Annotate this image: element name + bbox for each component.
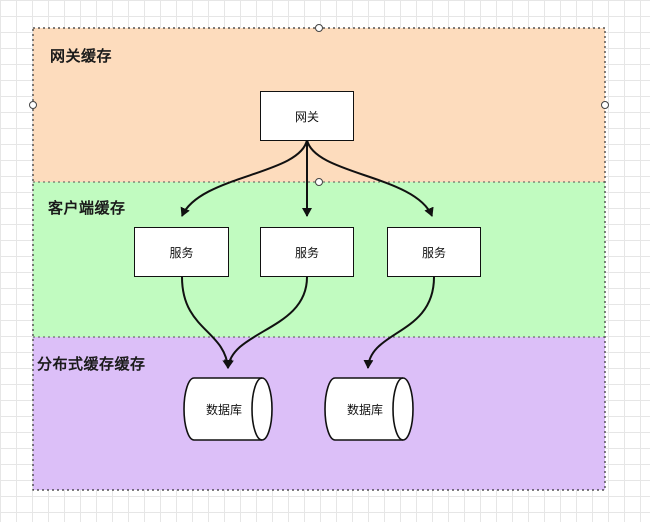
database-1-shape[interactable]	[183, 377, 273, 441]
gateway-node[interactable]: 网关	[260, 91, 354, 141]
resize-handle-bottom[interactable]	[315, 178, 323, 186]
gateway-cache-label: 网关缓存	[50, 47, 113, 65]
database-1-label: 数据库	[205, 402, 242, 417]
edge-service-1-database-1	[181, 276, 233, 369]
edge-service-3-database-2	[363, 276, 435, 369]
edge-gateway-service-1	[180, 139, 308, 217]
database-2-label: 数据库	[346, 402, 383, 417]
service-node-2[interactable]: 服务	[260, 227, 354, 277]
resize-handle-left[interactable]	[29, 101, 37, 109]
service-node-3[interactable]: 服务	[387, 227, 481, 277]
distributed-cache-label: 分布式缓存缓存	[37, 355, 146, 373]
database-2-shape[interactable]	[324, 377, 414, 441]
distributed-cache-layer[interactable]	[33, 337, 605, 490]
edge-gateway-service-3	[306, 139, 434, 217]
edge-service-2-database-1	[223, 276, 308, 369]
resize-handle-top[interactable]	[315, 24, 323, 32]
client-cache-label: 客户端缓存	[48, 199, 126, 217]
service-node-1[interactable]: 服务	[134, 227, 229, 277]
resize-handle-right[interactable]	[601, 101, 609, 109]
